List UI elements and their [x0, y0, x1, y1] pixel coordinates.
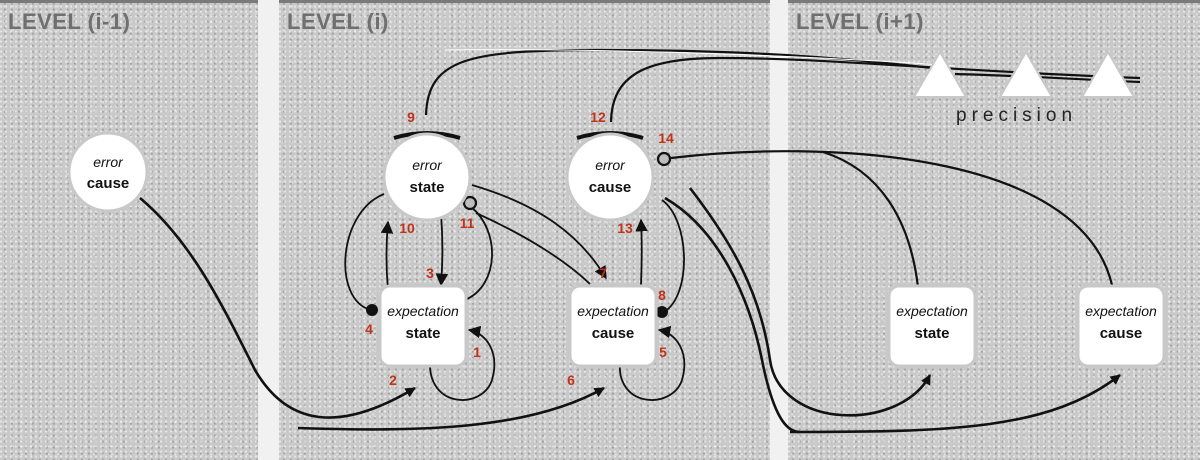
- svg-text:error: error: [595, 157, 626, 173]
- arrow-10: [380, 220, 394, 291]
- precision-label: precision: [956, 105, 1077, 126]
- link-14: [670, 150, 1114, 286]
- svg-text:cause: cause: [589, 179, 632, 196]
- precision-triangle-icon: [912, 50, 968, 98]
- svg-text:error: error: [93, 154, 124, 170]
- arrow-to-next-state: [688, 187, 932, 417]
- arrow-1: [429, 325, 496, 401]
- num-4: 4: [365, 321, 373, 337]
- level-panel-i-minus-1: LEVEL (i-1): [0, 0, 258, 460]
- num-13: 13: [617, 220, 633, 236]
- num-11: 11: [460, 215, 475, 231]
- arrow-2: [139, 197, 416, 419]
- precision-link-12: [609, 56, 1141, 123]
- link-next-state-up: [822, 150, 920, 288]
- node-error-cause-left: error cause: [67, 131, 149, 213]
- link-error-cause-down: [664, 196, 801, 434]
- dot-8: [656, 306, 668, 318]
- dot-4: [366, 304, 378, 316]
- precision-triangle-icon: [998, 50, 1054, 98]
- precision-triangle-icon: [1080, 50, 1136, 98]
- link-11-a: [464, 206, 493, 301]
- inhibit-4: [344, 193, 385, 311]
- svg-text:state: state: [405, 325, 440, 342]
- modulatory-dot-11: [462, 195, 478, 211]
- node-error-cause: error cause: [565, 132, 655, 222]
- node-error-state: error state: [382, 132, 472, 222]
- num-7: 7: [599, 265, 607, 281]
- level-title-i-plus-1: LEVEL (i+1): [796, 9, 924, 34]
- svg-text:expectation: expectation: [577, 303, 649, 319]
- svg-text:expectation: expectation: [1085, 303, 1157, 319]
- svg-text:state: state: [914, 325, 949, 342]
- num-9: 9: [407, 109, 415, 125]
- svg-text:cause: cause: [592, 325, 635, 342]
- arrow-5: [619, 325, 686, 401]
- node-expectation-state: expectation state: [378, 284, 468, 368]
- svg-text:cause: cause: [87, 175, 130, 192]
- inhibit-8: [661, 199, 685, 313]
- precision-link-9: [424, 48, 951, 116]
- arrow-6: [297, 386, 605, 431]
- precision-connections: [424, 48, 1141, 123]
- arrow-7: [471, 184, 607, 280]
- num-1: 1: [473, 344, 481, 360]
- node-expectation-state-next: expectation state: [887, 284, 977, 368]
- num-14: 14: [658, 130, 674, 146]
- svg-text:state: state: [409, 179, 444, 196]
- node-expectation-cause: expectation cause: [568, 284, 658, 368]
- num-2: 2: [389, 372, 397, 388]
- connection-numbers: 1 2 3 4 5 6 7 8 9 10 11 12 13 14: [365, 109, 674, 388]
- svg-text:expectation: expectation: [387, 303, 459, 319]
- num-12: 12: [590, 109, 606, 125]
- precision-triangles: [912, 50, 1136, 98]
- num-3: 3: [426, 265, 434, 281]
- arrow-3: [435, 213, 449, 287]
- num-10: 10: [399, 220, 415, 236]
- num-6: 6: [567, 372, 575, 388]
- modulatory-dot-14: [656, 151, 672, 167]
- node-expectation-cause-next: expectation cause: [1076, 284, 1166, 368]
- num-8: 8: [658, 287, 666, 303]
- connections: [139, 150, 1121, 434]
- level-title-i: LEVEL (i): [287, 9, 389, 34]
- level-panel-i: LEVEL (i): [279, 0, 770, 460]
- svg-text:cause: cause: [1100, 325, 1143, 342]
- svg-text:error: error: [412, 157, 443, 173]
- num-5: 5: [659, 344, 667, 360]
- arrow-13: [635, 218, 648, 286]
- level-title-i-minus-1: LEVEL (i-1): [8, 9, 131, 34]
- arrow-to-next-cause: [789, 373, 1121, 434]
- svg-text:expectation: expectation: [896, 303, 968, 319]
- link-11-b: [475, 212, 591, 285]
- level-panel-i-plus-1: LEVEL (i+1): [788, 0, 1200, 460]
